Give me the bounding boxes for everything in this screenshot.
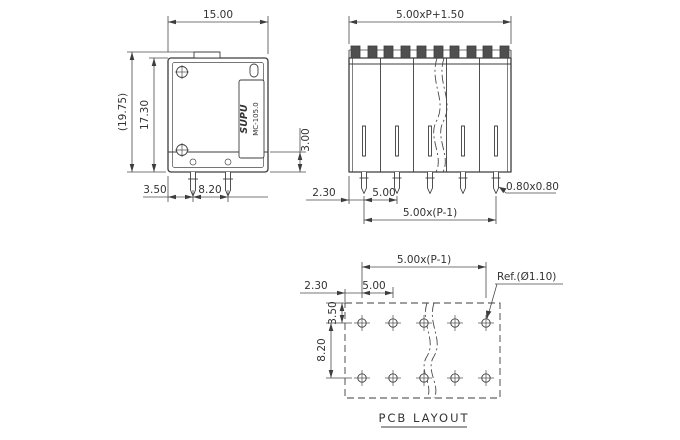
- pcb-dim-row-offsets: 3.50 8.20: [316, 301, 352, 379]
- dim-edge-to-pin-label: 2.30: [312, 187, 335, 199]
- pcb-hole: [416, 315, 432, 331]
- pcb-hole: [385, 315, 401, 331]
- pcb-layout-title-label: PCB LAYOUT: [378, 411, 469, 425]
- side-pin-root: [189, 158, 197, 166]
- dim-pin-pitch-label: 8.20: [198, 184, 221, 196]
- dim-row-pitch-label: 8.20: [316, 338, 328, 361]
- pcb-dim-hole-span: 5.00x(P-1): [361, 254, 487, 298]
- dim-edge-to-hole-label: 2.30: [304, 280, 327, 292]
- pcb-hole: [354, 370, 370, 386]
- side-label-plate: SUPU MC-105.0: [238, 79, 265, 159]
- pcb-hole-ref: Ref.(Ø1.10): [486, 271, 563, 320]
- side-screw: [175, 65, 189, 79]
- pcb-hole: [478, 315, 494, 331]
- side-dim-overall-height: (19.75): [117, 51, 194, 173]
- side-view: SUPU MC-105.0 15.00 (19.75): [117, 9, 312, 202]
- pcb-hole: [354, 315, 370, 331]
- front-dim-overall-width: 5.00xP+1.50: [348, 9, 512, 44]
- side-pin-root: [224, 158, 232, 166]
- break-line: [433, 57, 441, 173]
- dim-row-offset-label: 3.50: [327, 301, 339, 324]
- brand-label: SUPU: [239, 104, 250, 134]
- dim-body-height-label: 17.30: [139, 100, 151, 130]
- dim-overall-height-label: (19.75): [117, 93, 129, 131]
- front-section-dividers: [380, 58, 480, 172]
- pcb-hole: [385, 370, 401, 386]
- pcb-outline: [344, 302, 501, 399]
- pcb-hole: [478, 370, 494, 386]
- side-slot: [249, 63, 259, 78]
- dim-width-label: 15.00: [203, 9, 233, 21]
- front-dim-pin-size: 0.80x0.80: [498, 181, 559, 194]
- dim-edge-to-pin-label: 3.50: [143, 184, 166, 196]
- dim-hole-span-label: 5.00x(P-1): [397, 254, 451, 266]
- break-line: [440, 57, 448, 173]
- front-pins: [359, 172, 501, 194]
- pcb-hole: [447, 370, 463, 386]
- side-screw: [175, 143, 189, 157]
- front-dim-pin-span: 5.00x(P-1): [364, 196, 497, 224]
- side-top-latch: [193, 51, 221, 59]
- side-dim-pin-offsets: 3.50 8.20: [143, 176, 268, 202]
- model-label: MC-105.0: [252, 102, 260, 136]
- side-dim-body-height: 17.30: [139, 57, 168, 172]
- dim-base-height-label: 3.00: [300, 128, 312, 151]
- pcb-holes: [354, 315, 494, 386]
- front-wire-slots: [362, 125, 498, 157]
- pcb-hole: [447, 315, 463, 331]
- dim-overall-width-label: 5.00xP+1.50: [396, 9, 464, 21]
- front-view: 5.00xP+1.50 2.30 5.00 0.80x0.80 5.00x(P-…: [306, 9, 559, 224]
- front-dim-edge-and-pitch: 2.30 5.00: [306, 176, 398, 224]
- pcb-dim-edge-and-pitch: 2.30 5.00: [300, 280, 394, 302]
- hole-ref-label: Ref.(Ø1.10): [497, 271, 556, 283]
- pcb-layout-view: 5.00x(P-1) 2.30 5.00 Ref.(Ø1.10) 3.50 8.…: [300, 254, 563, 428]
- side-dim-base-height: 3.00: [270, 128, 312, 173]
- dim-pin-pitch-label: 5.00: [372, 187, 395, 199]
- side-dim-width: 15.00: [167, 9, 269, 54]
- dim-hole-pitch-label: 5.00: [362, 280, 385, 292]
- pcb-layout-title: PCB LAYOUT: [378, 411, 469, 428]
- pcb-hole: [416, 370, 432, 386]
- break-line: [430, 302, 438, 399]
- front-clamp-tabs: [350, 45, 510, 59]
- dim-pin-span-label: 5.00x(P-1): [403, 207, 457, 219]
- dim-pin-size-label: 0.80x0.80: [506, 181, 559, 193]
